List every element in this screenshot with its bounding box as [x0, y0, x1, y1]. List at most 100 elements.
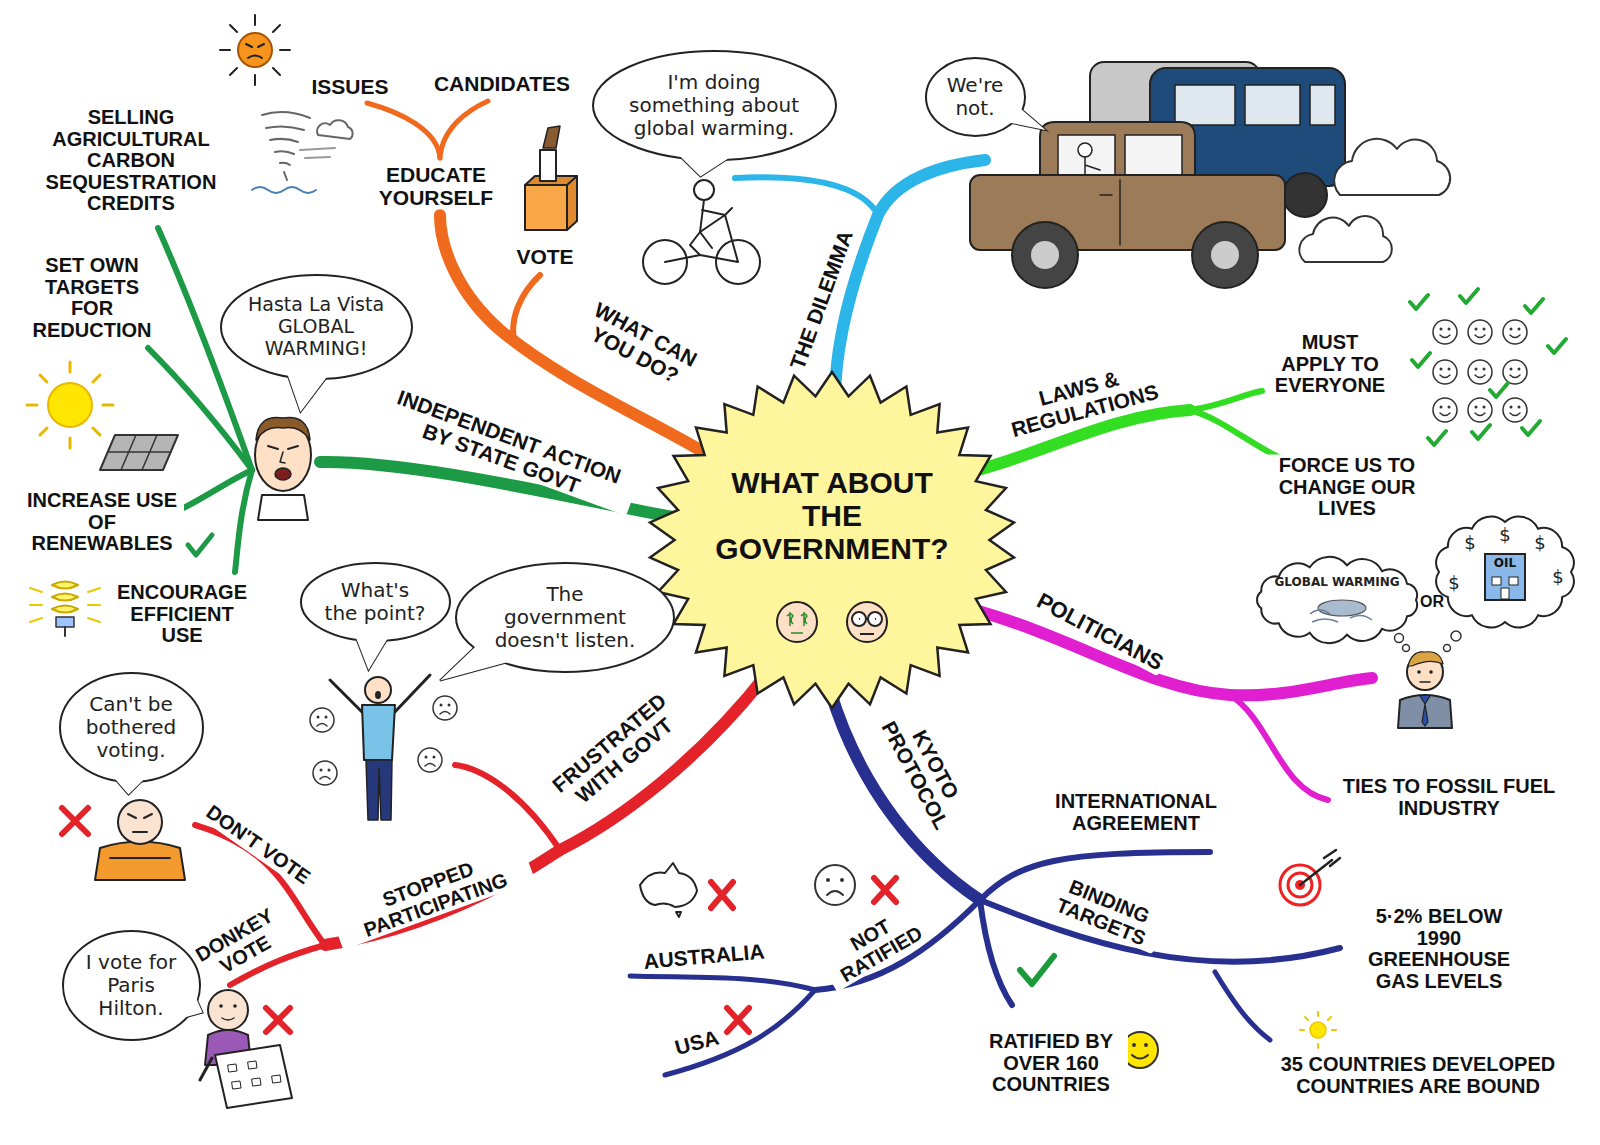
smiley-grid — [1440, 335, 1450, 338]
red-cross — [727, 1008, 749, 1032]
branch-label-wrap: VOTE — [514, 246, 575, 269]
magenta-branch — [975, 610, 1372, 800]
tornado — [300, 148, 335, 158]
branch-label: USA — [671, 1026, 724, 1060]
branch-label: SET OWN TARGETS FOR REDUCTION — [23, 255, 162, 341]
branch-label: VOTE — [514, 246, 575, 269]
bubble-tail — [114, 778, 144, 794]
branch-label-wrap: OR — [1418, 593, 1446, 610]
speech-bubble: I'm doing something about global warming… — [592, 50, 837, 161]
voter-figure — [208, 990, 248, 1030]
bubble-tail — [679, 155, 730, 176]
branch-label: CANDIDATES — [432, 73, 572, 96]
solar-panel — [100, 435, 178, 470]
branch-label: INTERNATIONAL AGREEMENT — [1034, 791, 1238, 834]
branch-label: AUSTRALIA — [641, 940, 768, 974]
glasses-face — [859, 619, 876, 634]
red-cross — [711, 882, 733, 908]
bubble-text: We're not. — [943, 74, 1008, 120]
navy-branch — [1215, 972, 1270, 1040]
sad-face — [433, 696, 457, 720]
sad-face — [815, 865, 855, 905]
politician — [1429, 670, 1433, 674]
branch-label: OR — [1418, 593, 1446, 610]
target — [1300, 850, 1340, 885]
sad-face — [317, 716, 320, 719]
orange-branch — [440, 101, 488, 158]
branch-label-wrap: STOPPED PARTICIPATING — [329, 840, 535, 950]
bubble-tail — [287, 374, 327, 412]
frustrated-person — [365, 677, 391, 703]
branch-label-wrap: 5·2% BELOW 1990 GREENHOUSE GAS LEVELS — [1357, 906, 1521, 992]
thought-dots — [1395, 631, 1462, 652]
monk-figure — [95, 800, 185, 880]
smiley-grid — [1433, 320, 1457, 344]
lime-branch — [1190, 391, 1262, 410]
voter-figure — [222, 1018, 234, 1020]
speech-bubble: I vote for Paris Hilton. — [62, 930, 201, 1041]
bubble-outline — [593, 51, 836, 160]
bubble-tail — [1010, 109, 1046, 130]
smiley-grid — [1503, 360, 1527, 384]
thought-dots — [1451, 631, 1461, 641]
cloud-outline — [1436, 517, 1574, 628]
monk-figure — [128, 814, 152, 832]
smiley-grid — [1475, 328, 1478, 331]
smiley-grid — [1468, 398, 1492, 422]
branch-label-wrap: INTERNATIONAL AGREEMENT — [1034, 791, 1238, 834]
politician — [1398, 695, 1452, 728]
cars — [1192, 222, 1258, 288]
bubble-outline — [926, 58, 1025, 136]
voter-figure — [200, 1058, 212, 1080]
check-marks — [1410, 289, 1566, 445]
cars — [1058, 135, 1115, 180]
branch-label-wrap: ENCOURAGE EFFICIENT USE — [108, 582, 257, 647]
sad-face — [440, 712, 450, 715]
smiley-grid — [1503, 398, 1527, 422]
branch-label-wrap: FORCE US TO CHANGE OUR LIVES — [1263, 455, 1432, 520]
cyclist — [690, 200, 725, 255]
sad-face — [440, 704, 443, 707]
glasses-face — [847, 602, 887, 642]
storm-cloud — [1318, 600, 1366, 616]
smiley-grid — [1468, 398, 1492, 422]
green-branch — [235, 470, 252, 572]
smiley-grid — [1440, 406, 1443, 409]
branch-label: DON'T VOTE — [200, 800, 315, 890]
smiley-face — [1132, 1055, 1148, 1059]
solar-panel — [100, 435, 178, 470]
branch-label-wrap: TIES TO FOSSIL FUEL INDUSTRY — [1332, 776, 1566, 819]
speech-bubble: We're not. — [925, 57, 1026, 137]
bubble-text: What's the point? — [323, 579, 428, 625]
branch-label: 35 COUNTRIES DEVELOPED COUNTRIES ARE BOU… — [1279, 1054, 1558, 1097]
branch-label: EDUCATE YOURSELF — [359, 164, 513, 209]
smiley-grid — [1440, 413, 1450, 416]
red-cross — [266, 1008, 290, 1032]
glasses-face — [847, 602, 887, 642]
branch-label-wrap: AUSTRALIA — [641, 940, 768, 974]
frustrated-person — [366, 760, 392, 820]
smiley-grid — [1468, 360, 1492, 384]
smiley-face — [1144, 1043, 1148, 1047]
australia-map — [640, 863, 697, 917]
sad-face — [815, 865, 855, 905]
governor-face — [268, 446, 298, 449]
money-face — [777, 602, 817, 642]
tornado — [252, 112, 353, 193]
sad-face — [320, 777, 330, 780]
dollar-sign: $ — [1552, 567, 1563, 588]
angry-sun — [238, 33, 272, 67]
governor-face — [255, 417, 311, 520]
cars — [1125, 135, 1182, 180]
cyan-branch — [735, 160, 985, 400]
ballot-box — [543, 126, 560, 148]
branch-label-wrap: DONKEY VOTE — [184, 900, 296, 989]
exhaust-cloud — [1334, 139, 1450, 195]
voter-figure — [200, 990, 292, 1108]
smiley-face — [1132, 1043, 1136, 1047]
check-marks — [188, 535, 212, 555]
branch-label: BINDING TARGETS — [1042, 870, 1169, 955]
thought-dots — [1403, 645, 1410, 652]
smiley-grid — [1448, 328, 1451, 331]
